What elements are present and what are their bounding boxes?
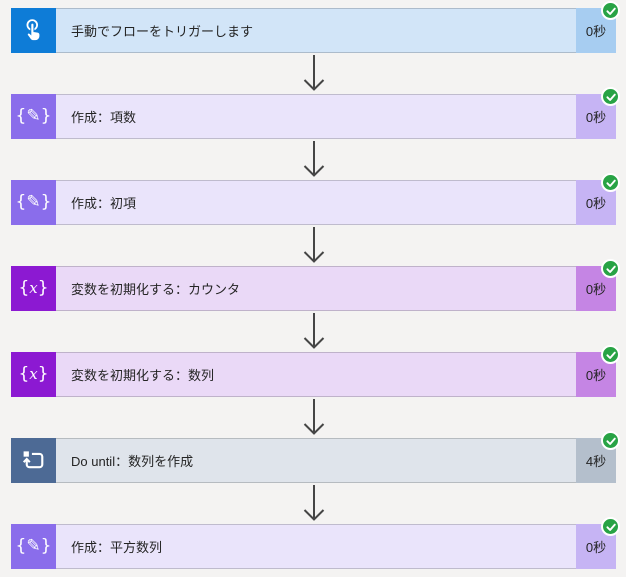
step-label: 変数を初期化する：カウンタ <box>71 282 241 297</box>
flow-steps-column: 手動でフローをトリガーします 0秒 {✎} 作成：項数 0秒 <box>11 1 620 569</box>
compose-braces-pencil-icon: {✎} <box>15 536 52 556</box>
hand-tap-icon <box>26 19 41 42</box>
variable-braces-x-icon: {x} <box>18 278 49 298</box>
flow-step-container: Do until：数列を作成 4秒 <box>11 431 620 524</box>
flow-step-container: {✎} 作成：項数 0秒 <box>11 87 620 180</box>
status-success-check-circle-icon <box>601 259 620 278</box>
step-icon-tile <box>11 438 56 483</box>
variable-braces-x-icon: {x} <box>18 364 49 384</box>
flow-arrow-icon <box>11 397 616 438</box>
flow-step-card[interactable]: {✎} 作成：項数 0秒 <box>11 87 620 139</box>
flow-step-container: {✎} 作成：平方数列 0秒 <box>11 517 620 569</box>
flow-step-card[interactable]: 手動でフローをトリガーします 0秒 <box>11 1 620 53</box>
status-success-check-circle-icon <box>601 517 620 536</box>
step-icon-tile: {✎} <box>11 524 56 569</box>
step-icon-tile: {✎} <box>11 180 56 225</box>
flow-arrow-icon <box>11 483 616 524</box>
step-duration-badge: 0秒 <box>576 8 616 53</box>
flow-step-container: {✎} 作成：初項 0秒 <box>11 173 620 266</box>
compose-braces-pencil-icon: {✎} <box>15 106 52 126</box>
step-label: 変数を初期化する：数列 <box>71 368 215 383</box>
status-success-check-circle-icon <box>601 431 620 450</box>
step-label: 作成：平方数列 <box>71 540 163 555</box>
step-icon-tile: {✎} <box>11 94 56 139</box>
flow-arrow-icon <box>11 311 616 352</box>
flow-step-card[interactable]: {✎} 作成：初項 0秒 <box>11 173 620 225</box>
flow-step-card[interactable]: Do until：数列を作成 4秒 <box>11 431 620 483</box>
step-label: Do until：数列を作成 <box>71 454 194 469</box>
status-success-check-circle-icon <box>601 1 620 20</box>
step-icon-tile: {x} <box>11 352 56 397</box>
step-label: 作成：初項 <box>71 196 137 211</box>
compose-braces-pencil-icon: {✎} <box>15 192 52 212</box>
status-success-check-circle-icon <box>601 87 620 106</box>
flow-arrow-icon <box>11 139 616 180</box>
step-icon-tile <box>11 8 56 53</box>
step-duration-badge: 0秒 <box>576 352 616 397</box>
do-until-loop-icon <box>22 451 44 469</box>
flow-arrow-icon <box>11 225 616 266</box>
flow-step-container: {x} 変数を初期化する：カウンタ 0秒 <box>11 259 620 352</box>
flow-arrow-icon <box>11 53 616 94</box>
flow-step-card[interactable]: {x} 変数を初期化する：数列 0秒 <box>11 345 620 397</box>
step-label: 手動でフローをトリガーします <box>71 24 254 39</box>
flow-step-container: {x} 変数を初期化する：数列 0秒 <box>11 345 620 438</box>
step-icon-tile: {x} <box>11 266 56 311</box>
flow-step-card[interactable]: {x} 変数を初期化する：カウンタ 0秒 <box>11 259 620 311</box>
flow-step-card[interactable]: {✎} 作成：平方数列 0秒 <box>11 517 620 569</box>
status-success-check-circle-icon <box>601 345 620 364</box>
step-label: 作成：項数 <box>71 110 137 125</box>
status-success-check-circle-icon <box>601 173 620 192</box>
flow-step-container: 手動でフローをトリガーします 0秒 <box>11 1 620 94</box>
